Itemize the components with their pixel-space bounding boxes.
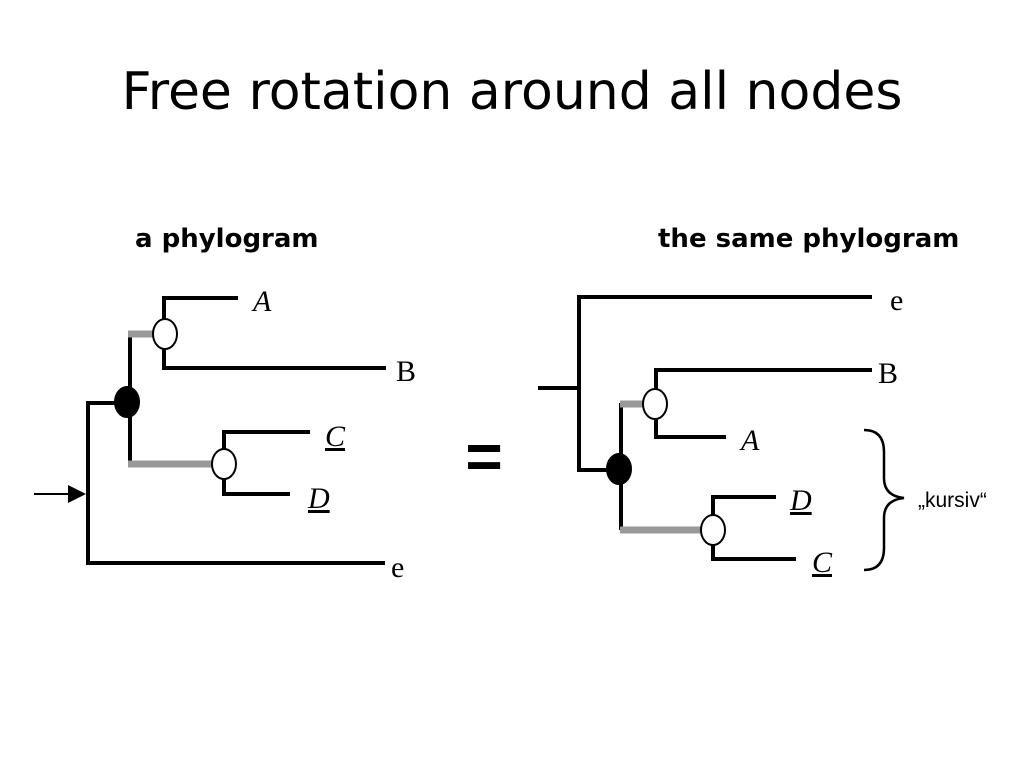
right-filled-node [606, 453, 632, 485]
right-open-node-ba [642, 388, 668, 420]
left-label-a: A [251, 285, 272, 318]
left-label-d: D [307, 482, 330, 515]
slide-title: Free rotation around all nodes [121, 62, 903, 122]
right-label-b: B [878, 357, 898, 390]
left-panel-caption: a phylogram [135, 224, 319, 254]
left-phylogram [34, 296, 386, 565]
right-panel-caption: the same phylogram [658, 224, 960, 254]
left-label-c: C [325, 420, 346, 453]
left-label-e: e [391, 551, 404, 584]
right-label-d: D [789, 484, 812, 517]
root-arrow-head [68, 485, 86, 503]
right-label-c: C [812, 546, 833, 579]
filled-node [114, 386, 140, 418]
right-label-a: A [739, 424, 760, 457]
bracket-label: „kursiv“ [918, 489, 987, 512]
right-phylogram [538, 295, 905, 572]
curly-bracket [863, 428, 905, 572]
right-open-node-dc [700, 514, 726, 546]
left-label-b: B [396, 355, 416, 388]
open-node-ab [152, 318, 178, 350]
right-labels: e B A D C „kursiv“ [739, 284, 987, 579]
open-node-cd [211, 448, 237, 480]
equals-sign: = [465, 420, 502, 492]
left-labels: A B C D e [251, 285, 416, 584]
right-label-e: e [890, 284, 903, 317]
